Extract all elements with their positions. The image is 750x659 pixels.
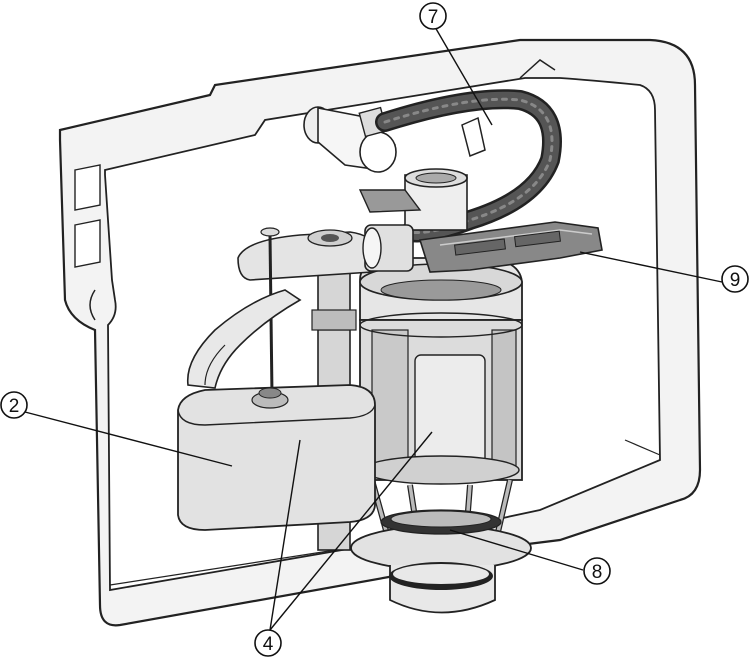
callout-7: 7 (419, 2, 447, 30)
leader-2 (24, 411, 233, 467)
fill-valve (177, 224, 414, 551)
leader-9 (579, 251, 723, 283)
callout-2: 2 (0, 391, 28, 419)
leader-lines (24, 26, 723, 631)
callout-4: 4 (254, 629, 282, 657)
callout-label: 8 (592, 562, 603, 583)
callout-9: 9 (721, 265, 749, 293)
leader-8 (449, 529, 584, 571)
leader-4b (269, 431, 433, 631)
callout-label: 7 (428, 7, 439, 28)
leader-4a (269, 439, 301, 631)
mounting-bracket (358, 189, 603, 273)
callout-8: 8 (583, 557, 611, 585)
callout-label: 4 (263, 634, 274, 655)
flush-valve (350, 168, 532, 614)
callout-label: 2 (9, 396, 20, 417)
leader-7 (434, 26, 493, 126)
callout-label: 9 (730, 270, 741, 291)
